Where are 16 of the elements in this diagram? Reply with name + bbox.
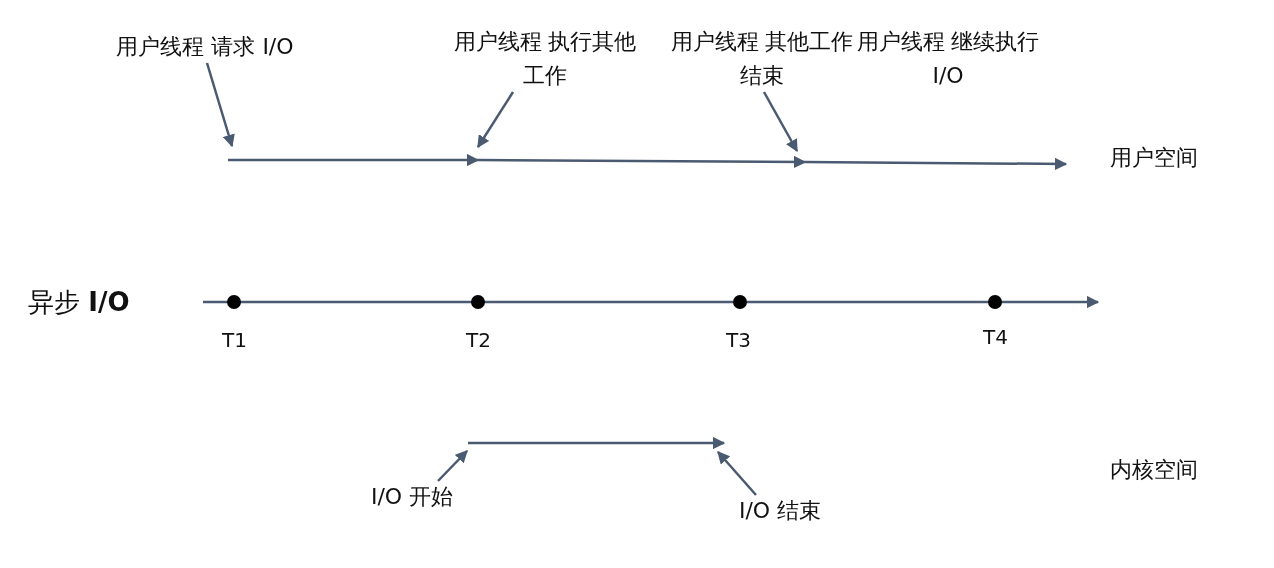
leader-arrow (476, 91, 515, 149)
callout-text: I/O 结束 (710, 494, 850, 528)
region-label: 用户空间 (1110, 144, 1198, 172)
time-label: T1 (222, 327, 247, 354)
time-label: T4 (983, 324, 1008, 351)
callout-text: I/O 开始 (342, 480, 482, 514)
region-label: 内核空间 (1110, 456, 1198, 484)
time-label: T2 (466, 327, 491, 354)
callout-text: 用户线程 执行其他工作 (445, 25, 645, 93)
leader-arrow (717, 451, 757, 496)
axis-title: 异步 I/O (28, 288, 130, 316)
callout-text: 用户线程 请求 I/O (105, 30, 305, 64)
leader-arrow (205, 62, 235, 148)
leader-arrow (762, 91, 799, 153)
time-label: T3 (726, 327, 751, 354)
leader-arrow (437, 450, 468, 482)
